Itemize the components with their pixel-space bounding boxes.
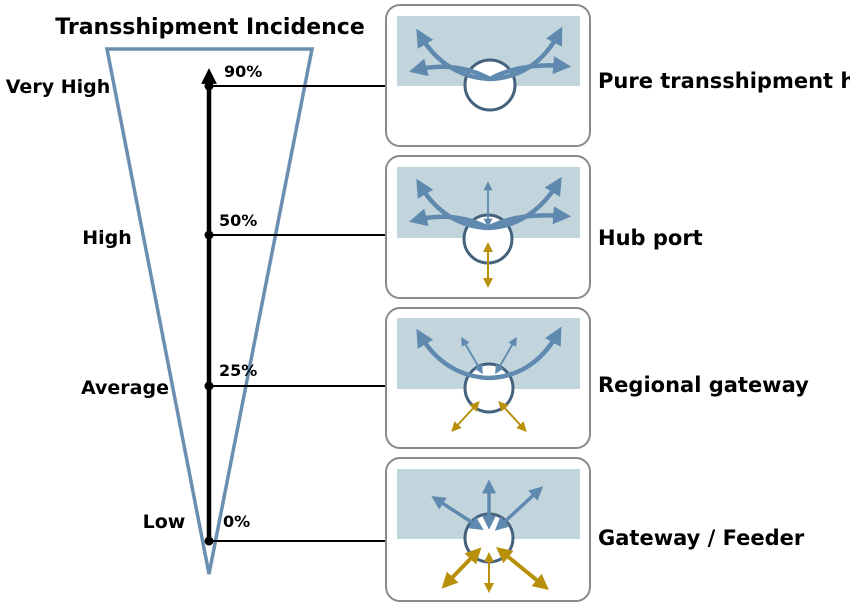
land-flow-arrows [441,546,549,593]
land-arrow-2 [498,401,527,432]
maritime-arrow-small-2 [495,336,517,375]
level-label-high: High [82,227,132,249]
percentage-label-50: 50% [219,211,257,230]
level-dot-90 [204,81,214,91]
level-connectors [209,85,386,542]
level-dot-25 [204,381,214,391]
maritime-arrow-4 [488,56,572,81]
maritime-flow-arrows [409,26,572,82]
level-label-very-high: Very High [6,76,110,98]
percentage-label-25: 25% [219,361,257,380]
maritime-arrow-1 [416,328,490,381]
panel-hub-port [385,155,591,299]
level-label-average: Average [81,377,169,399]
port-type-label-gateway-feeder: Gateway / Feeder [598,526,805,550]
maritime-flow-arrows [409,176,572,231]
land-arrow-1 [451,401,480,432]
level-label-low: Low [143,511,186,533]
port-circle [463,58,517,112]
maritime-arrow-2 [488,326,562,381]
maritime-arrow-3 [494,486,544,531]
panel-gateway-feeder [385,457,591,602]
maritime-arrow-small-1 [461,336,483,375]
level-dot-50 [204,230,214,240]
panel-regional-gateway [385,307,591,449]
port-type-label-regional-gateway: Regional gateway [598,373,809,397]
maritime-arrow-3 [409,58,492,81]
maritime-arrow-3 [409,208,490,230]
percentage-label-0: 0% [223,512,250,531]
diagram-title: Transshipment Incidence [55,15,365,40]
panel-pure-transshipment-hub [385,4,591,147]
land-arrow-1 [441,547,482,589]
maritime-arrow-1 [431,495,484,531]
port-type-label-hub-port: Hub port [598,226,703,250]
level-dot-0 [204,536,214,546]
maritime-flow-arrows [416,326,562,381]
level-dots [204,81,214,546]
maritime-flow-arrows [431,479,544,531]
percentage-label-90: 90% [224,62,262,81]
land-arrow-3 [496,546,549,591]
port-circle [463,362,515,414]
maritime-arrow-4 [486,206,572,230]
port-type-label-pure-transshipment-hub: Pure transshipment hub [598,69,850,93]
